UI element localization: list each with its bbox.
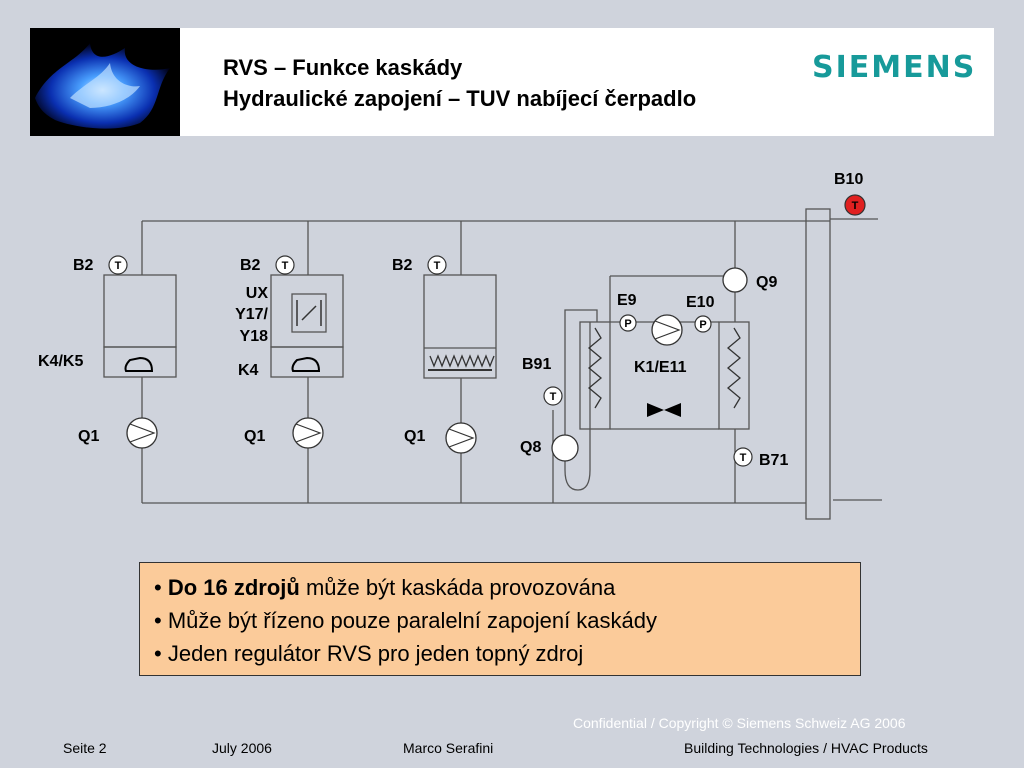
sensor-label: T	[550, 391, 557, 403]
sensor-b2-1-icon	[108, 255, 128, 275]
pump-q9-icon	[722, 267, 748, 293]
label-y18: Y18	[240, 328, 269, 345]
label-q8: Q8	[520, 439, 541, 456]
label-b71: B71	[759, 452, 788, 469]
hydraulic-diagram: T T T T T T P P B2 K4/K5 Q1 B2 UX Y17/ Y…	[38, 171, 882, 520]
pressure-e10-icon	[694, 315, 712, 333]
sensor-b2-3-icon	[427, 255, 447, 275]
label-k1e11: K1/E11	[634, 359, 687, 376]
sensor-b91-icon	[543, 386, 563, 406]
sensor-b10-icon	[844, 194, 866, 216]
burner-icon	[291, 356, 321, 372]
pressure-label: P	[699, 319, 706, 331]
sensor-b71-icon	[733, 447, 753, 467]
label-b2-1: B2	[73, 257, 94, 274]
label-b2-3: B2	[392, 257, 413, 274]
label-k4k5: K4/K5	[38, 353, 83, 370]
label-q1-2: Q1	[244, 428, 265, 445]
label-b91: B91	[522, 356, 551, 373]
info-callout: • Do 16 zdrojů může být kaskáda provozov…	[139, 562, 861, 676]
label-y17: Y17/	[235, 306, 268, 323]
label-q9: Q9	[756, 274, 777, 291]
pressure-e9-icon	[619, 314, 637, 332]
sensor-label: T	[852, 200, 859, 212]
bullet-item: • Může být řízeno pouze paralelní zapoje…	[154, 608, 658, 633]
slide-subtitle: Hydraulické zapojení – TUV nabíjecí čerp…	[223, 86, 697, 111]
label-b2-2: B2	[240, 257, 261, 274]
confidential-notice: Confidential / Copyright © Siemens Schwe…	[573, 715, 906, 731]
label-q1-3: Q1	[404, 428, 425, 445]
footer-page: Seite 2	[63, 740, 107, 756]
sensor-label: T	[282, 260, 289, 272]
bullet-item: • Jeden regulátor RVS pro jeden topný zd…	[154, 641, 584, 666]
label-b10: B10	[834, 171, 863, 188]
siemens-logo: SIEMENS	[812, 50, 977, 85]
footer-author: Marco Serafini	[403, 740, 494, 756]
slide-title: RVS – Funkce kaskády	[223, 55, 463, 80]
header: RVS – Funkce kaskády Hydraulické zapojen…	[30, 28, 994, 136]
sensor-label: T	[434, 260, 441, 272]
valve-icon	[647, 403, 681, 417]
label-q1-1: Q1	[78, 428, 99, 445]
flame-logo-image	[30, 28, 180, 136]
pressure-label: P	[624, 318, 631, 330]
sensor-label: T	[740, 452, 747, 464]
footer-division: Building Technologies / HVAC Products	[684, 740, 928, 756]
label-e10: E10	[686, 294, 715, 311]
sensor-b2-2-icon	[275, 255, 295, 275]
burner-icon	[124, 356, 154, 372]
bullet-item: • Do 16 zdrojů může být kaskáda provozov…	[154, 575, 616, 600]
label-e9: E9	[617, 292, 637, 309]
sensor-label: T	[115, 260, 122, 272]
pump-q8-icon	[551, 434, 579, 462]
footer-date: July 2006	[212, 740, 272, 756]
label-ux: UX	[246, 285, 269, 302]
label-k4: K4	[238, 362, 259, 379]
